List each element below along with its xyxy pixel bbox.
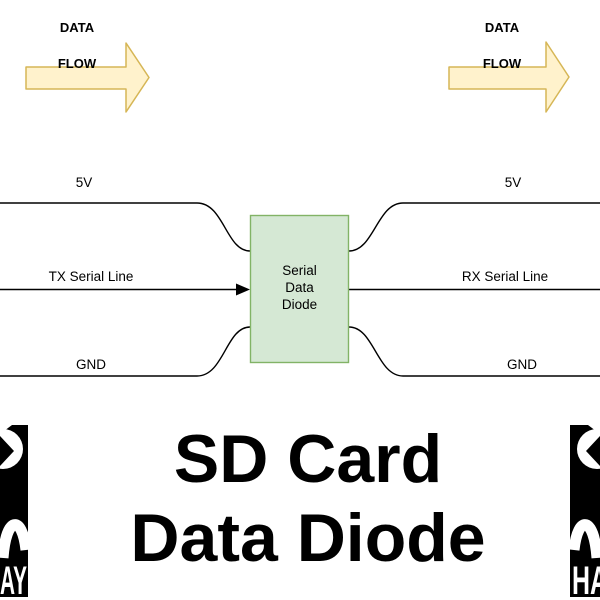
title-line2: Data Diode: [130, 500, 486, 576]
tx-arrowhead-icon: [236, 283, 250, 296]
wire-5v-left: [0, 202, 251, 252]
data-flow-right-line1: DATA: [484, 20, 520, 35]
wrench-arch-fragment-left: [0, 519, 32, 559]
diode-box-line3: Diode: [281, 297, 318, 312]
wire-label-5v-right: 5V: [504, 175, 522, 190]
wrench-notch-left: [0, 436, 14, 466]
serial-data-diode-box: [249, 214, 350, 364]
diode-box-line1: Serial: [282, 263, 317, 278]
page-title: SD Card Data Diode: [8, 420, 600, 578]
title-line1: SD Card: [173, 421, 443, 497]
wire-5v-right: [348, 202, 600, 252]
wire-label-gnd-right: GND: [507, 357, 537, 372]
wire-label-rx-serial: RX Serial Line: [461, 269, 549, 284]
hackaday-letters-right: HA: [572, 559, 600, 600]
data-flow-arrow-right: [448, 41, 570, 113]
data-flow-left-line2: FLOW: [57, 56, 97, 71]
serial-data-diode-label: Serial Data Diode: [250, 262, 349, 313]
wire-gnd-left: [0, 326, 251, 377]
data-flow-arrow-left: [25, 42, 150, 113]
wire-label-gnd-left: GND: [76, 357, 106, 372]
wrench-arch-fragment-right: [568, 519, 600, 559]
wire-gnd-right: [348, 326, 600, 377]
data-flow-label-left: DATA FLOW: [27, 1, 127, 73]
wrench-notch-right: [586, 436, 600, 466]
hackaday-letters-left: AY: [0, 559, 27, 600]
hackaday-logo-left: AY: [0, 425, 32, 600]
wire-label-5v-left: 5V: [75, 175, 93, 190]
data-flow-left-line1: DATA: [59, 20, 95, 35]
wire-label-tx-serial: TX Serial Line: [48, 269, 134, 284]
data-flow-label-right: DATA FLOW: [452, 1, 552, 73]
hackaday-logo-right: HA: [568, 425, 600, 600]
data-flow-right-line2: FLOW: [482, 56, 522, 71]
diode-box-line2: Data: [285, 280, 314, 295]
